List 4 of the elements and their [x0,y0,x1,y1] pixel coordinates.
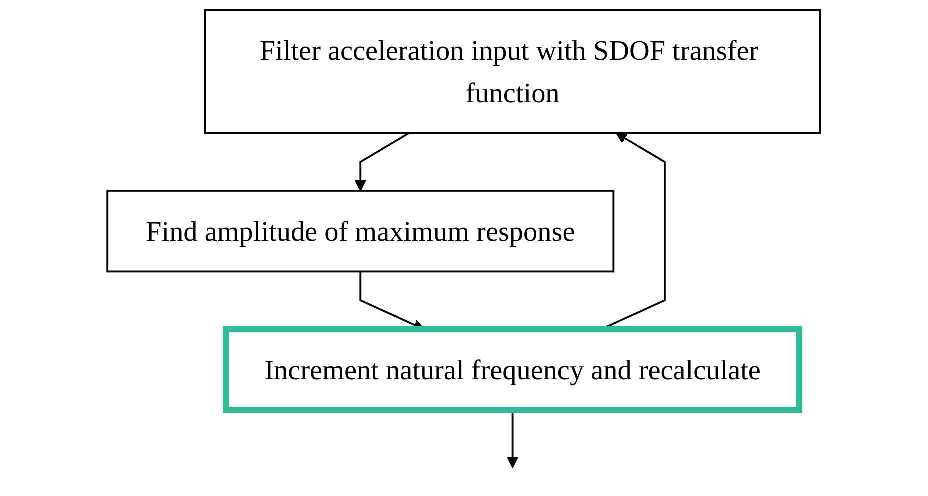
node-box: Find amplitude of maximum response [106,190,615,273]
node-box: Increment natural frequency and recalculate [223,326,803,414]
node-box: Filter acceleration input with SDOF transfer function [204,9,822,134]
arrow [355,132,410,192]
